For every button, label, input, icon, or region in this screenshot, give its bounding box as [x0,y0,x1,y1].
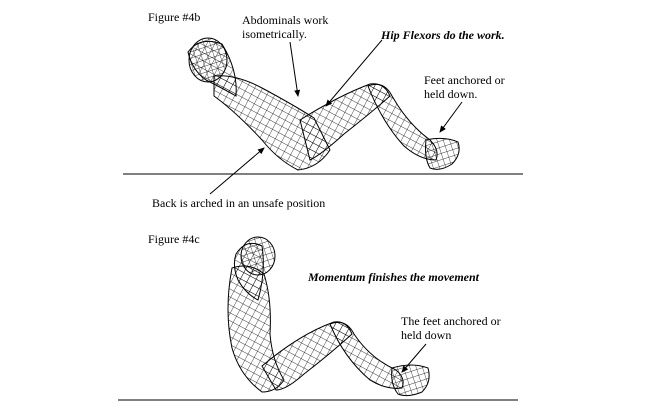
foot-4c [391,364,430,397]
arrow-abdominals [289,41,301,97]
arrow-hip-flexors [325,39,383,107]
arrow-back [209,147,265,195]
arrow-feet-4b [439,101,463,133]
label-momentum: Momentum finishes the movement [308,270,480,284]
torso-4b [213,75,331,171]
foot-4b [425,137,460,170]
caption-figure-4c: Figure #4c [148,232,200,246]
label-feet-4c: The feet anchored or held down [401,314,501,342]
label-back-arched: Back is arched in an unsafe position [152,196,326,210]
figure-4b-illustration [123,37,523,195]
label-abdominals: Abdominals work isometrically. [242,13,329,41]
label-feet-4b: Feet anchored or held down. [424,73,505,101]
arrow-feet-4c [401,343,427,373]
figure-4c-illustration [118,236,518,401]
label-hip-flexors: Hip Flexors do the work. [381,28,505,42]
caption-figure-4b: Figure #4b [148,10,201,24]
